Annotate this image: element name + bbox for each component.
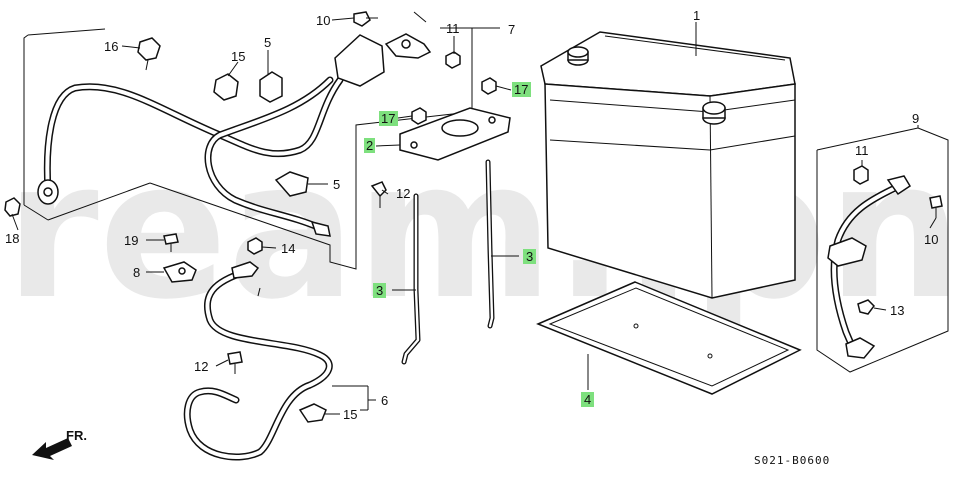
front-direction-arrow: FR. bbox=[32, 428, 87, 460]
callout-5-top: 5 bbox=[264, 35, 271, 50]
direction-label: FR. bbox=[66, 428, 87, 443]
clip-15-bottom bbox=[298, 403, 327, 423]
callout-7: 7 bbox=[508, 22, 515, 37]
battery-tray bbox=[536, 281, 802, 395]
bolt-19 bbox=[163, 233, 179, 252]
callout-18: 18 bbox=[5, 231, 19, 246]
diagram-code: S021-B0600 bbox=[754, 454, 830, 467]
callout-10-top: 10 bbox=[316, 13, 330, 28]
watermark: ream.jpn bbox=[5, 120, 960, 341]
nut-17-right bbox=[481, 77, 497, 95]
hold-down-rod-left bbox=[401, 193, 421, 365]
nut-14 bbox=[247, 237, 263, 255]
clip-15-top bbox=[213, 73, 239, 101]
callout-4: 4 bbox=[584, 392, 591, 407]
highlight-4 bbox=[581, 392, 594, 407]
highlight-17-left bbox=[379, 111, 398, 126]
highlight-17-right bbox=[512, 82, 531, 97]
nut-11-top bbox=[445, 51, 461, 69]
clip-16 bbox=[137, 37, 161, 71]
negative-cable bbox=[183, 261, 333, 461]
battery-hold-down-bracket bbox=[399, 107, 511, 161]
callout-19: 19 bbox=[124, 233, 138, 248]
callout-16: 16 bbox=[104, 39, 118, 54]
callout-8: 8 bbox=[133, 265, 140, 280]
bolt-18 bbox=[4, 197, 21, 217]
callout-9: 9 bbox=[912, 111, 919, 126]
battery bbox=[540, 31, 796, 299]
callout-11-top: 11 bbox=[446, 21, 460, 36]
bolt-10-top bbox=[353, 11, 378, 27]
stay-8 bbox=[162, 261, 197, 283]
holder-5-top bbox=[259, 71, 283, 103]
callout-5-mid: 5 bbox=[333, 177, 340, 192]
callout-6: 6 bbox=[381, 393, 388, 408]
bolt-12-bottom bbox=[227, 351, 243, 374]
callout-2: 2 bbox=[366, 138, 373, 153]
holder-5-mid bbox=[274, 171, 309, 197]
highlight-3-right bbox=[523, 249, 536, 264]
callout-1: 1 bbox=[693, 8, 700, 23]
callout-15-bottom: 15 bbox=[343, 407, 357, 422]
callout-3-left: 3 bbox=[376, 283, 383, 298]
bolt-13 bbox=[857, 299, 875, 315]
callout-12-bottom: 12 bbox=[194, 359, 208, 374]
callout-17-right: 17 bbox=[514, 82, 528, 97]
callout-labels: 1 2 3 3 4 5 5 6 7 8 9 10 10 11 11 12 12 … bbox=[5, 8, 938, 422]
leader-lines bbox=[11, 11, 937, 415]
callout-12-top: 12 bbox=[396, 186, 410, 201]
group-6-outline bbox=[332, 385, 376, 411]
highlight-3-left bbox=[373, 283, 386, 298]
group-7-outline bbox=[23, 27, 500, 270]
callout-11-right: 11 bbox=[855, 143, 869, 158]
ground-cable bbox=[827, 175, 912, 359]
nut-11-right bbox=[853, 165, 869, 185]
bolt-12-top bbox=[370, 181, 387, 208]
callout-17-left: 17 bbox=[381, 111, 395, 126]
positive-cable-harness bbox=[37, 33, 432, 237]
hold-down-rod-right bbox=[485, 159, 495, 329]
callout-3-right: 3 bbox=[526, 249, 533, 264]
callout-13: 13 bbox=[890, 303, 904, 318]
callout-14: 14 bbox=[281, 241, 295, 256]
callout-15-top: 15 bbox=[231, 49, 245, 64]
callout-10-right: 10 bbox=[924, 232, 938, 247]
nut-17-left bbox=[411, 107, 427, 125]
highlight-2 bbox=[364, 138, 375, 153]
bolt-10-right bbox=[929, 195, 943, 218]
group-9-outline bbox=[816, 125, 949, 373]
